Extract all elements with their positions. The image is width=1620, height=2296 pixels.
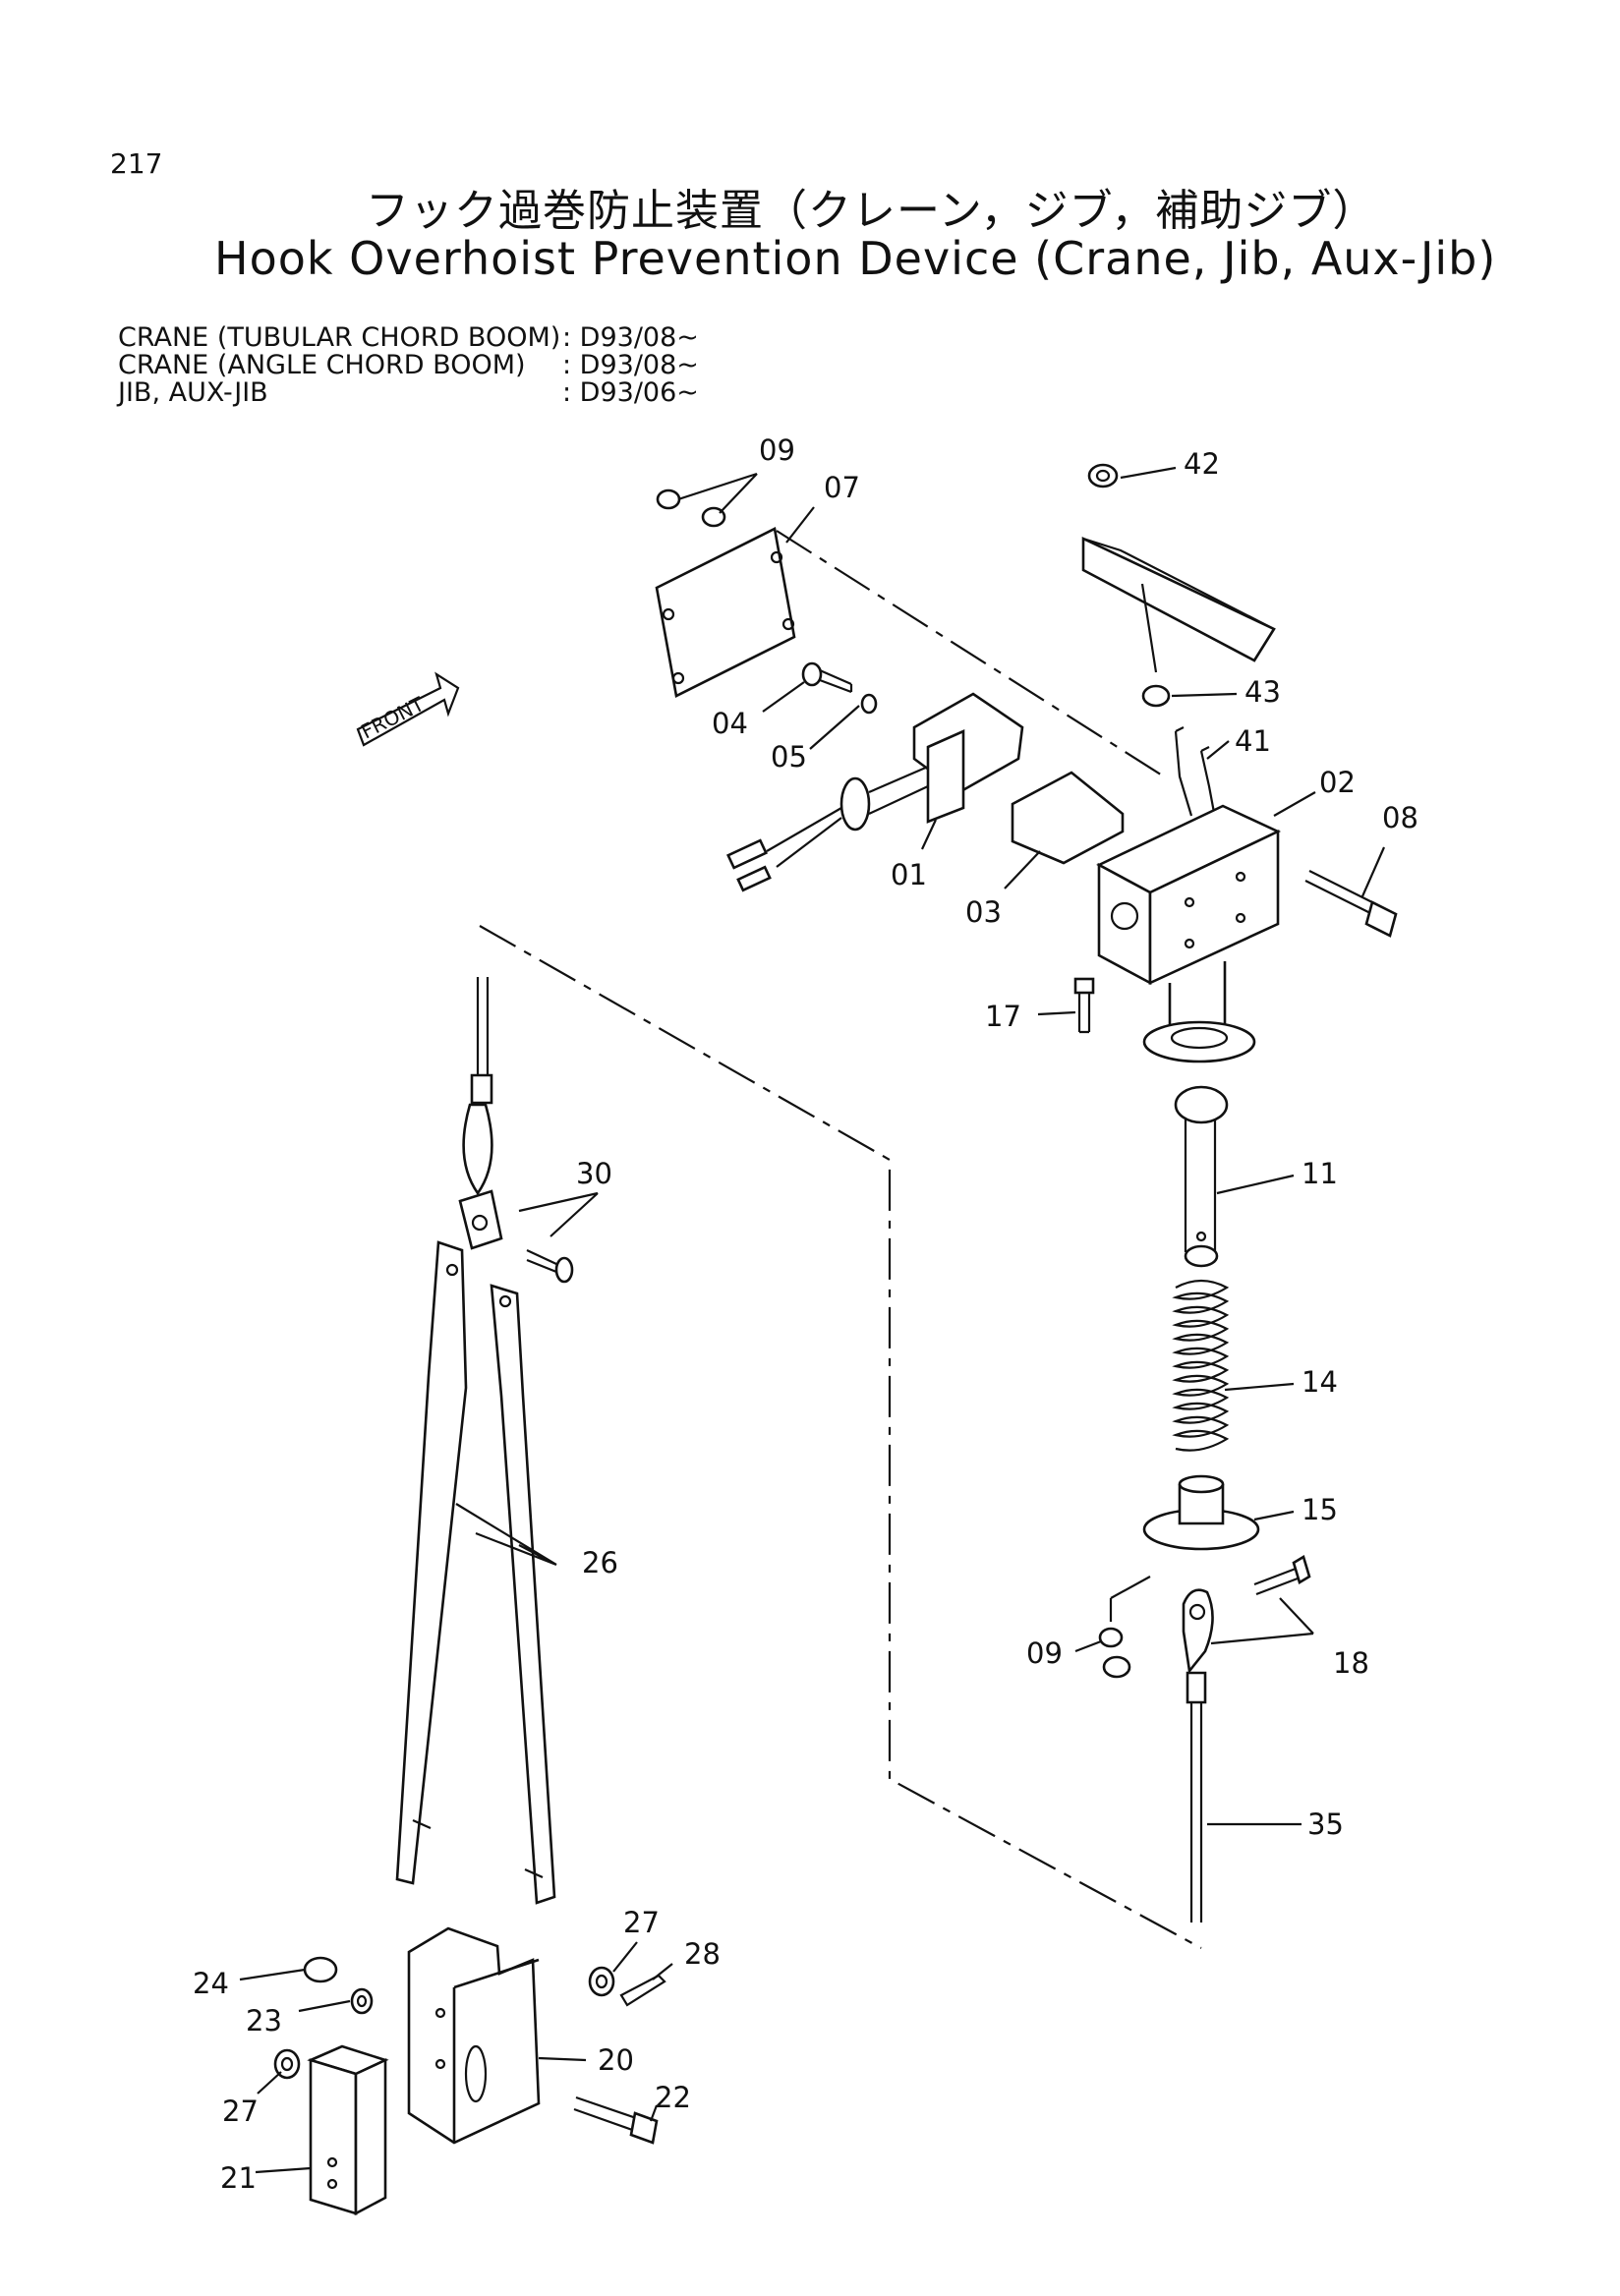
- leader-lines: [239, 466, 1386, 2174]
- washer-05: [860, 693, 878, 715]
- wire-rope-top: [462, 977, 493, 1196]
- housing-02: [1096, 804, 1282, 986]
- shackle-bolt-18: [1182, 1555, 1311, 1675]
- plate-07: [655, 527, 796, 698]
- block-21: [307, 2044, 389, 2216]
- callout-27b: 27: [222, 2095, 259, 2128]
- spring-seat-15: [1142, 1474, 1260, 1551]
- callout-24: 24: [193, 1967, 229, 2000]
- callout-21: 21: [220, 2161, 257, 2195]
- front-label: FRONT: [357, 692, 428, 744]
- bolt-04: [801, 661, 853, 694]
- angle-bracket: [1081, 536, 1276, 662]
- page-title: Hook Overhoist Prevention Device (Crane,…: [214, 232, 1497, 285]
- callout-07: 07: [824, 471, 860, 504]
- clamp-body-20: [407, 1926, 541, 2145]
- callout-42: 42: [1184, 447, 1220, 481]
- nut-42: [1087, 463, 1119, 488]
- washer-27-left: [273, 2048, 301, 2080]
- page-title-japanese: フック過巻防止装置（クレーン，ジブ，補助ジブ）: [366, 186, 1377, 236]
- limit-switch-01: [726, 692, 1024, 892]
- callout-35: 35: [1307, 1808, 1344, 1841]
- applicability-code: : D93/08~: [562, 350, 699, 380]
- callout-08: 08: [1382, 801, 1418, 834]
- pin-11: [1174, 1085, 1229, 1268]
- callout-14: 14: [1302, 1365, 1338, 1399]
- callout-03: 03: [965, 895, 1002, 929]
- callout-11: 11: [1302, 1157, 1338, 1190]
- applicability-label: CRANE (ANGLE CHORD BOOM): [118, 350, 526, 380]
- hanger-26: [395, 1240, 556, 1905]
- applicability-list: CRANE (TUBULAR CHORD BOOM) : D93/08~ CRA…: [118, 324, 727, 419]
- applicability-label: CRANE (TUBULAR CHORD BOOM): [118, 322, 561, 353]
- washer-23: [350, 1987, 374, 2015]
- u-bolt-41: [1174, 726, 1217, 819]
- callout-09b: 09: [1026, 1636, 1063, 1670]
- split-pin-28: [619, 1974, 666, 2007]
- callout-41: 41: [1235, 724, 1271, 758]
- nut-43: [1141, 684, 1171, 708]
- bolt-08: [1304, 870, 1398, 938]
- spring-14: [1172, 1279, 1230, 1452]
- washer-27-right: [588, 1966, 615, 1997]
- callout-04: 04: [712, 707, 748, 740]
- housing-tube: [1142, 961, 1256, 1063]
- callout-18: 18: [1333, 1646, 1369, 1680]
- nut-09-bottom: [1098, 1576, 1151, 1679]
- wire-rope-35: [1186, 1671, 1207, 1923]
- bolt-22: [573, 2095, 659, 2145]
- bolt-17: [1073, 977, 1095, 1034]
- callout-30: 30: [576, 1157, 612, 1190]
- callout-09: 09: [759, 433, 795, 467]
- callout-28: 28: [684, 1937, 721, 1971]
- applicability-label: JIB, AUX-JIB: [118, 377, 268, 408]
- callout-22: 22: [655, 2081, 691, 2114]
- callout-26: 26: [582, 1546, 618, 1579]
- callout-17: 17: [985, 1000, 1021, 1033]
- applicability-code: : D93/08~: [562, 322, 699, 353]
- callout-43: 43: [1244, 675, 1281, 709]
- callout-15: 15: [1302, 1493, 1338, 1526]
- callout-02: 02: [1319, 766, 1356, 799]
- page-number: 217: [110, 147, 163, 180]
- shackle-30: [458, 1189, 574, 1284]
- assembly-line: [479, 925, 1202, 1949]
- callout-27: 27: [623, 1906, 660, 1939]
- assembly-line: [776, 530, 1165, 777]
- callout-05: 05: [771, 740, 807, 774]
- callout-20: 20: [598, 2043, 634, 2077]
- nut-24: [303, 1956, 338, 1983]
- applicability-code: : D93/06~: [562, 377, 699, 408]
- callout-01: 01: [891, 858, 927, 891]
- front-direction-arrow: FRONT: [356, 671, 460, 747]
- callout-23: 23: [246, 2004, 282, 2038]
- cover-03: [1011, 771, 1125, 865]
